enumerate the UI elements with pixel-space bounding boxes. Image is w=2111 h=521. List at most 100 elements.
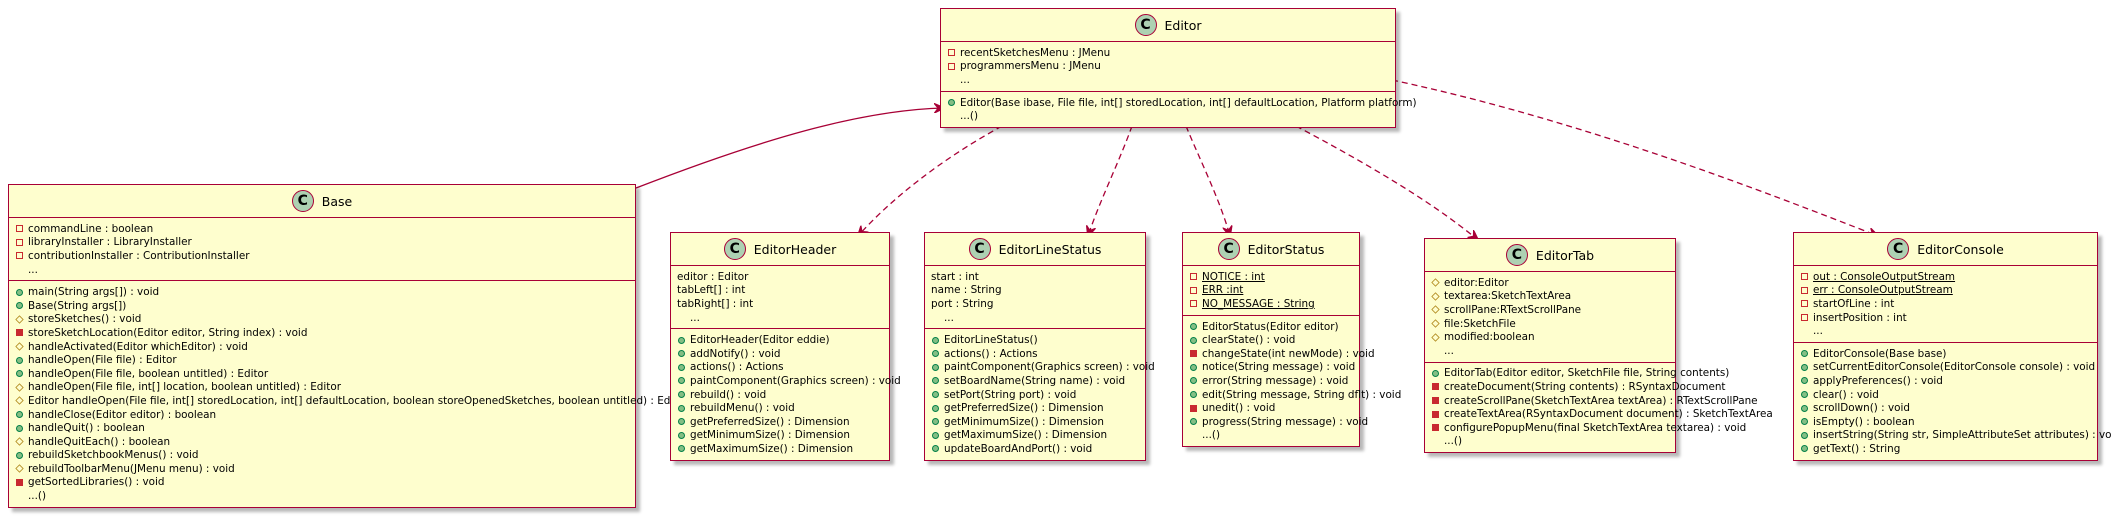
field-text: libraryInstaller : LibraryInstaller (28, 236, 192, 249)
methods-section: EditorConsole(Base base)setCurrentEditor… (1794, 341, 2111, 460)
field-text: NOTICE : int (1202, 270, 1265, 283)
method-row: Base(String args[]) (15, 299, 629, 313)
method-row: insertString(String str, SimpleAttribute… (1800, 429, 2111, 443)
public-visibility-icon (1801, 445, 1808, 453)
public-visibility-icon (948, 99, 955, 107)
method-text: getMaximumSize() : Dimension (944, 429, 1108, 442)
private-open-visibility-icon (1801, 300, 1808, 308)
method-row: rebuildToolbarMenu(JMenu menu) : void (15, 462, 629, 476)
public-visibility-icon (16, 424, 23, 432)
public-visibility-icon (1432, 369, 1439, 377)
private-visibility-icon (16, 329, 23, 337)
protected-visibility-icon (15, 383, 24, 392)
field-row: editor : Editor (677, 270, 883, 284)
field-row: contributionInstaller : ContributionInst… (15, 249, 629, 263)
public-visibility-icon (678, 336, 685, 344)
method-row: storeSketches() : void (15, 313, 629, 327)
methods-section: EditorHeader(Editor eddie)addNotify() : … (671, 328, 901, 459)
field-row: ... (15, 263, 629, 277)
method-text: unedit() : void (1202, 402, 1276, 415)
method-text: isEmpty() : boolean (1813, 415, 1915, 428)
method-text: notice(String message) : void (1202, 361, 1356, 374)
class-stereotype-icon: C (1887, 238, 1910, 260)
method-text: addNotify() : void (690, 347, 781, 360)
private-open-visibility-icon (16, 225, 23, 233)
method-row: Editor handleOpen(File file, int[] store… (15, 394, 688, 408)
method-text: handleOpen(File file, int[] location, bo… (28, 381, 341, 394)
method-row: updateBoardAndPort() : void (931, 442, 1139, 456)
method-row: ...() (15, 489, 629, 503)
method-row: handleOpen(File file) : Editor (15, 353, 629, 367)
dependency-editor-to-editorlinestatus (1088, 125, 1133, 236)
public-visibility-icon (1801, 377, 1808, 385)
field-row: file:SketchFile (1431, 317, 1669, 331)
method-text: insertString(String str, SimpleAttribute… (1813, 429, 2111, 442)
method-text: edit(String message, String dflt) : void (1202, 388, 1402, 401)
method-row: setBoardName(String name) : void (931, 374, 1139, 388)
field-text: recentSketchesMenu : JMenu (960, 46, 1111, 59)
field-text: scrollPane:RTextScrollPane (1444, 303, 1582, 316)
field-text: editor : Editor (677, 270, 749, 283)
public-visibility-icon (1801, 363, 1808, 371)
field-row: ERR :int (1189, 284, 1353, 298)
method-text: ...() (28, 490, 47, 503)
method-text: Editor handleOpen(File file, int[] store… (28, 394, 688, 407)
public-visibility-icon (932, 363, 939, 371)
field-row: scrollPane:RTextScrollPane (1431, 303, 1669, 317)
field-row: insertPosition : int (1800, 311, 2091, 325)
private-open-visibility-icon (948, 49, 955, 57)
field-text: out : ConsoleOutputStream (1813, 270, 1956, 283)
method-text: rebuildMenu() : void (690, 402, 795, 415)
method-row: handleQuit() : boolean (15, 421, 629, 435)
method-row: configurePopupMenu(final SketchTextArea … (1431, 421, 1746, 435)
public-visibility-icon (1190, 377, 1197, 385)
method-row: handleOpen(File file, boolean untitled) … (15, 367, 629, 381)
field-row: libraryInstaller : LibraryInstaller (15, 236, 629, 250)
field-row: recentSketchesMenu : JMenu (947, 46, 1389, 60)
method-text: updateBoardAndPort() : void (944, 442, 1093, 455)
private-open-visibility-icon (948, 62, 955, 70)
method-row: EditorConsole(Base base) (1800, 347, 2091, 361)
methods-section: EditorTab(Editor editor, SketchFile file… (1425, 361, 1773, 453)
public-visibility-icon (932, 350, 939, 358)
method-text: paintComponent(Graphics screen) : void (944, 361, 1155, 374)
protected-visibility-icon (1431, 319, 1440, 328)
class-name: EditorHeader (753, 241, 837, 257)
method-text: EditorHeader(Editor eddie) (690, 334, 830, 347)
field-text: ... (1444, 344, 1454, 357)
method-text: changeState(int newMode) : void (1202, 347, 1375, 360)
method-text: setCurrentEditorConsole(EditorConsole co… (1813, 361, 2096, 374)
public-visibility-icon (1801, 404, 1808, 412)
public-visibility-icon (932, 336, 939, 344)
method-text: actions() : Actions (690, 361, 784, 374)
field-text: ... (690, 311, 700, 324)
method-row: rebuildMenu() : void (677, 401, 883, 415)
private-visibility-icon (1432, 410, 1439, 418)
field-text: programmersMenu : JMenu (960, 60, 1101, 73)
public-visibility-icon (678, 377, 685, 385)
field-text: modified:boolean (1444, 331, 1535, 344)
method-row: paintComponent(Graphics screen) : void (677, 374, 901, 388)
private-open-visibility-icon (1190, 300, 1197, 308)
public-visibility-icon (16, 411, 23, 419)
method-row: EditorHeader(Editor eddie) (677, 333, 883, 347)
class-name: EditorLineStatus (998, 241, 1102, 257)
method-text: error(String message) : void (1202, 374, 1349, 387)
method-row: Editor(Base ibase, File file, int[] stor… (947, 96, 1417, 110)
method-row: storeSketchLocation(Editor editor, Strin… (15, 326, 629, 340)
method-row: paintComponent(Graphics screen) : void (931, 361, 1155, 375)
method-row: getText() : String (1800, 442, 2091, 456)
method-text: getSortedLibraries() : void (28, 476, 165, 489)
public-visibility-icon (16, 356, 23, 364)
method-text: Editor(Base ibase, File file, int[] stor… (960, 96, 1417, 109)
